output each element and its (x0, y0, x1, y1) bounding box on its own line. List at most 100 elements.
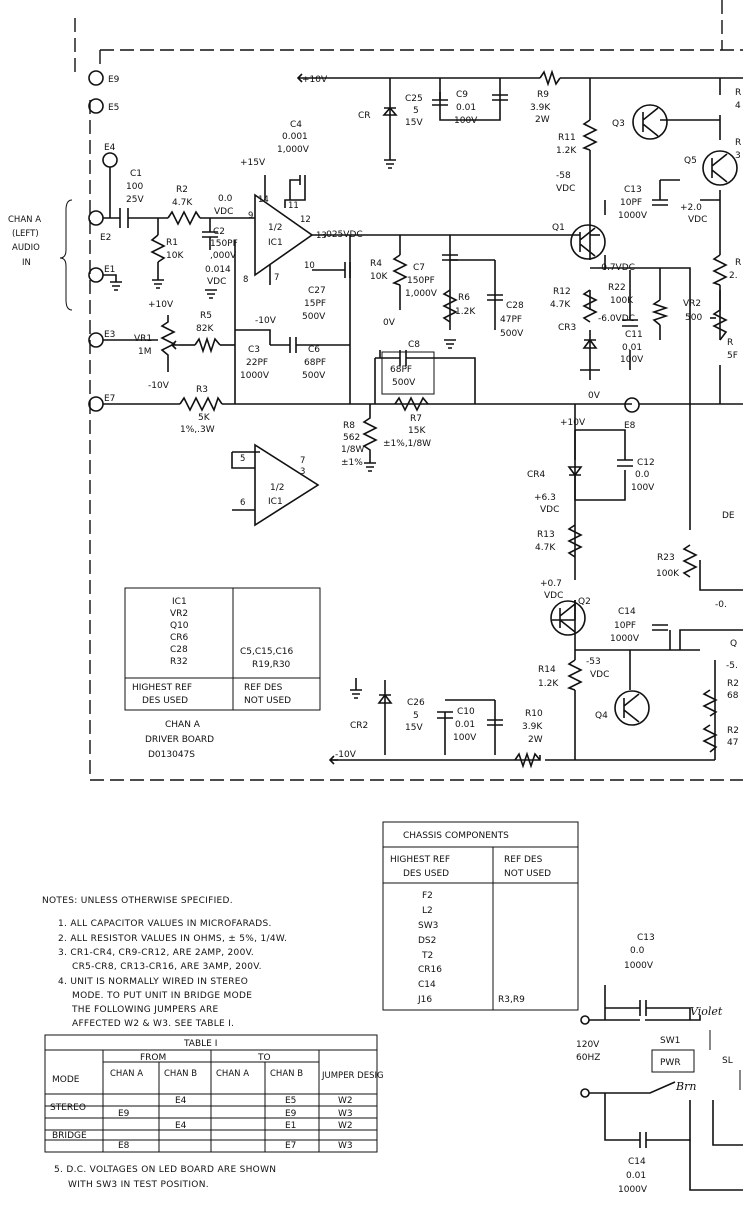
potentiometer-vr1: VR1 1M +10V -10V (134, 300, 180, 391)
ref-designator-table: IC1 VR2 Q10 CR6 C28 R32 C5,C15,C16 R19,R… (124, 587, 321, 711)
resistor-r22: R22 100K -6.0VDC (598, 283, 669, 326)
input-label: CHAN A (LEFT) AUDIO IN (8, 199, 73, 311)
svg-text:3. CR1-CR4, CR9-CR12, ARE 2AMP: 3. CR1-CR4, CR9-CR12, ARE 2AMP, 200V. (58, 948, 254, 958)
svg-text:0.0: 0.0 (635, 470, 650, 480)
svg-text:1. ALL CAPACITOR VALUES IN MIC: 1. ALL CAPACITOR VALUES IN MICROFARADS. (58, 919, 272, 929)
opamp-ic1b: 5 6 7 3 1/2 IC1 (231, 443, 320, 527)
resistor-r12: R12 4.7K (550, 287, 598, 323)
svg-text:5K: 5K (198, 413, 211, 423)
svg-text:R32: R32 (170, 657, 188, 667)
svg-text:47PF: 47PF (500, 315, 522, 325)
svg-text:C14: C14 (418, 980, 436, 990)
capacitor-c6: C6 68PF 500V (270, 337, 350, 381)
transistor-q2: Q2 +0.7 VDC (540, 579, 591, 636)
svg-text:10K: 10K (370, 272, 388, 282)
svg-text:E5: E5 (285, 1096, 296, 1106)
svg-text:CR5-CR8, CR13-CR16, ARE 3AMP,: CR5-CR8, CR13-CR16, ARE 3AMP, 200V. (72, 962, 262, 972)
svg-text:C1: C1 (130, 169, 142, 179)
board-caption: CHAN A DRIVER BOARD D013047S (145, 720, 214, 760)
svg-text:-10V: -10V (148, 381, 170, 391)
svg-text:IC1: IC1 (268, 497, 283, 507)
svg-text:-6.0VDC: -6.0VDC (598, 314, 635, 324)
potentiometer-vr2: VR2 500 (683, 254, 728, 341)
resistor-r11: R11 1.2K -58 VDC (556, 119, 598, 194)
svg-text:15K: 15K (408, 426, 426, 436)
svg-text:500V: 500V (500, 329, 524, 339)
bottom-supply: CR2 C26 5 15V C10 0.01 100V R10 3.9K 2W … (328, 693, 543, 769)
voltage-p15: +15V (240, 158, 266, 168)
svg-text:13: 13 (316, 231, 327, 241)
svg-text:14: 14 (258, 195, 269, 205)
mid-supply: +10V CR4 C12 0.0 100V +6.3 VDC (527, 418, 655, 515)
svg-text:REF DES: REF DES (504, 855, 543, 865)
svg-text:F2: F2 (422, 891, 433, 901)
svg-text:AUDIO: AUDIO (12, 243, 40, 253)
svg-text:PWR: PWR (660, 1058, 681, 1068)
svg-text:W2: W2 (338, 1121, 353, 1131)
svg-text:C12: C12 (637, 458, 655, 468)
svg-text:Q10: Q10 (170, 621, 189, 631)
svg-text:100V: 100V (453, 733, 477, 743)
svg-text:IC1: IC1 (172, 597, 187, 607)
svg-text:NOTES: UNLESS OTHERWISE SPECIF: NOTES: UNLESS OTHERWISE SPECIFIED. (42, 896, 233, 906)
svg-text:HIGHEST REF: HIGHEST REF (132, 683, 192, 693)
svg-text:CHAN A: CHAN A (216, 1069, 249, 1079)
svg-text:R14: R14 (538, 665, 556, 675)
svg-text:+10V: +10V (560, 418, 586, 428)
svg-text:25V: 25V (126, 195, 144, 205)
svg-text:C26: C26 (407, 698, 425, 708)
svg-text:W3: W3 (338, 1141, 353, 1151)
svg-text:R3,R9: R3,R9 (498, 995, 525, 1005)
svg-text:500V: 500V (392, 378, 416, 388)
svg-text:0.0: 0.0 (630, 946, 645, 956)
svg-text:R: R (735, 258, 741, 268)
svg-text:CHAN B: CHAN B (164, 1069, 197, 1079)
svg-text:Violet: Violet (690, 1005, 723, 1018)
svg-text:REF DES: REF DES (244, 683, 283, 693)
terminal-e9: E9 (108, 75, 120, 85)
svg-text:DE: DE (722, 511, 735, 521)
svg-text:1.2K: 1.2K (556, 146, 577, 156)
svg-text:500V: 500V (302, 371, 326, 381)
capacitor-c27: C27 15PF 500V (302, 262, 351, 322)
svg-text:NOT USED: NOT USED (244, 696, 291, 706)
board-outline (74, 0, 743, 781)
svg-text:0.01: 0.01 (455, 720, 475, 730)
svg-text:CR16: CR16 (418, 965, 442, 975)
svg-text:7: 7 (274, 273, 279, 283)
svg-text:15V: 15V (405, 723, 423, 733)
svg-text:THE FOLLOWING JUMPERS ARE: THE FOLLOWING JUMPERS ARE (71, 1005, 219, 1015)
svg-text:60HZ: 60HZ (576, 1053, 600, 1063)
svg-text:-10V: -10V (335, 750, 357, 760)
svg-text:R: R (727, 338, 733, 348)
svg-text:CHAN B: CHAN B (270, 1069, 303, 1079)
svg-text:DES USED: DES USED (403, 869, 449, 879)
svg-text:C28: C28 (506, 301, 524, 311)
svg-text:R7: R7 (410, 414, 422, 424)
svg-text:R19,R30: R19,R30 (252, 660, 291, 670)
svg-text:IN: IN (22, 258, 31, 268)
svg-text:1,000V: 1,000V (405, 289, 438, 299)
capacitor-c13-board: C13 10PF 1000V +2.0 VDC (618, 180, 707, 225)
svg-text:VDC: VDC (556, 184, 575, 194)
diode-cr3: CR3 0V (558, 323, 601, 401)
svg-text:0.01: 0.01 (626, 1171, 646, 1181)
svg-text:+10V: +10V (148, 300, 174, 310)
svg-text:100V: 100V (620, 355, 644, 365)
svg-text:C10: C10 (457, 707, 475, 717)
svg-text:VDC: VDC (590, 670, 609, 680)
svg-text:J16: J16 (417, 995, 432, 1005)
svg-text:-0.: -0. (715, 600, 727, 610)
svg-text:+2.0: +2.0 (680, 203, 702, 213)
svg-text:SL: SL (722, 1056, 733, 1066)
svg-text:0V: 0V (588, 391, 601, 401)
capacitor-c3: C3 22PF 1000V (235, 329, 271, 381)
svg-text:150PF: 150PF (210, 239, 238, 249)
svg-text:TABLE I: TABLE I (183, 1039, 217, 1049)
resistor-r14: R14 1.2K -53 VDC (538, 657, 609, 691)
capacitor-c28: C28 47PF 500V (487, 294, 524, 339)
svg-text:C28: C28 (170, 645, 188, 655)
svg-text:8: 8 (243, 275, 248, 285)
svg-text:C3: C3 (248, 345, 260, 355)
